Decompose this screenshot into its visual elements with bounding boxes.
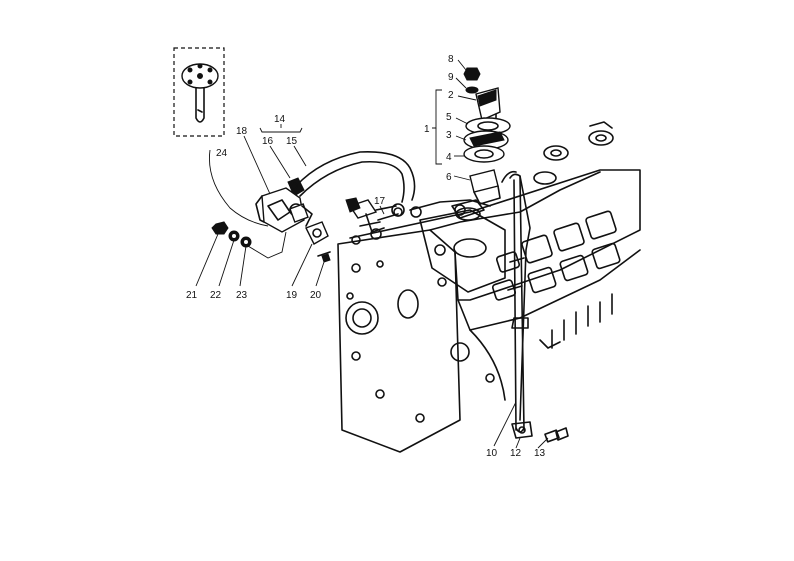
callout-1: 1 [424,124,430,135]
washer-23 [240,236,252,248]
callout-12: 12 [510,448,522,459]
nut-21 [211,221,229,235]
callout-13: 13 [534,448,546,459]
callout-14: 14 [274,114,286,125]
inset-detail [173,47,225,137]
fitting-17 [345,197,405,233]
callout-21: 21 [186,290,198,301]
callout-16: 16 [262,136,274,147]
callout-24: 24 [216,148,228,159]
callout-4: 4 [446,152,452,163]
callout-3: 3 [446,130,452,141]
callout-20: 20 [310,290,322,301]
callout-10: 10 [486,448,498,459]
washer-22 [228,230,240,242]
callout-23: 23 [236,290,248,301]
callout-15: 15 [286,136,298,147]
callout-5: 5 [446,112,452,123]
callout-9: 9 [448,72,454,83]
oil-filler-assembly [451,67,511,221]
tube-clamp [511,421,533,439]
callout-labels: 8 9 2 5 1 3 4 6 18 14 16 15 24 17 21 22 … [186,54,546,459]
fuel-pump [255,187,313,233]
leader-lines [195,59,549,449]
callout-18: 18 [236,126,248,137]
breather-hose [287,151,416,203]
callout-19: 19 [286,290,298,301]
dipstick-tube [501,170,531,433]
stud-bolt [317,251,331,263]
callout-8: 8 [448,54,454,65]
callout-6: 6 [446,172,452,183]
callout-22: 22 [210,290,222,301]
pump-gasket [305,221,329,245]
callout-17: 17 [374,196,386,207]
clamp-bolt [544,427,569,443]
callout-2: 2 [448,90,454,101]
